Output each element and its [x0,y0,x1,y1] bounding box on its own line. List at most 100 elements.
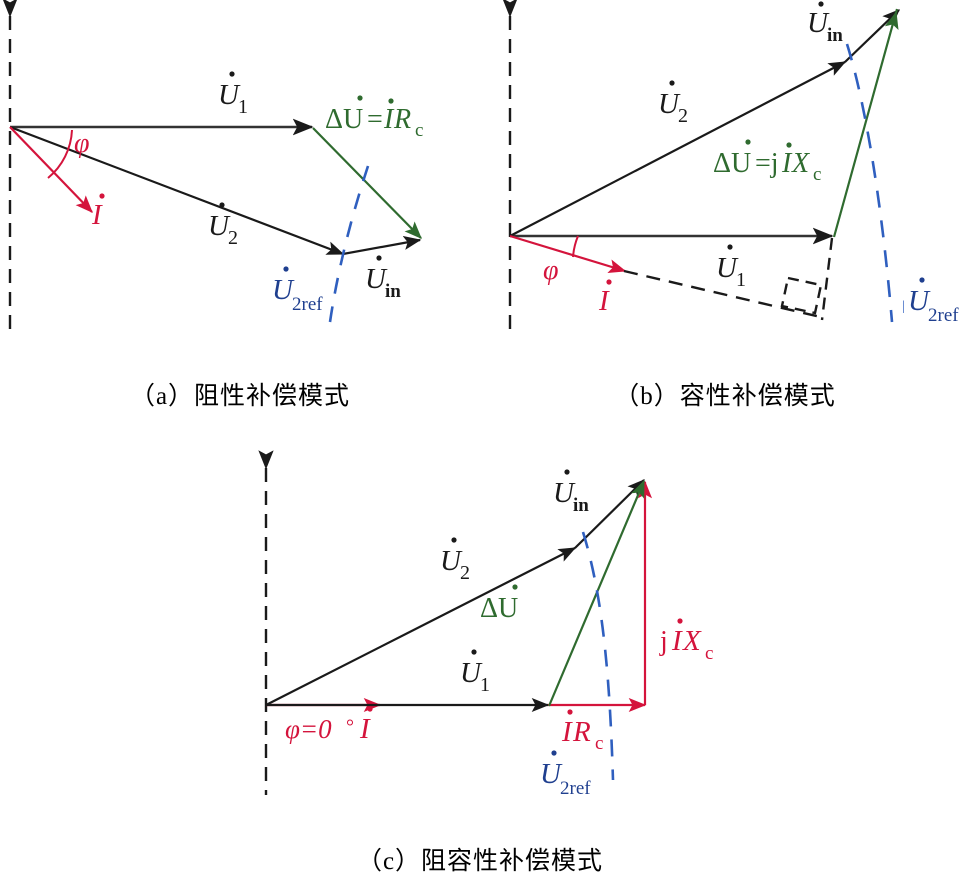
label-phi-c-eq: φ=0 [285,714,332,744]
projection-dashed-b [820,237,834,321]
label-delta-u-c-main: ΔU [480,593,518,624]
phasor-delta-u-b [832,8,899,238]
label-u2ref-b: | U 2ref [902,277,959,326]
reference-arc-u2ref-c [581,531,615,781]
phasor-current-a [9,126,93,213]
label-irc-c-res: R [572,716,591,748]
label-u2-c: U 2 [440,537,470,584]
phasor-dot-u2ref-b [919,277,925,283]
label-u2ref-a-main: U [272,274,295,306]
label-irc-c: I R c [561,709,603,754]
label-delta-u-a-current: I [383,104,395,135]
label-phi-b: φ [543,255,559,286]
phasor-dot-delta-u-b [745,139,751,145]
label-u2ref-a: U 2ref [272,266,323,315]
label-delta-u-b-reac: X [791,148,810,179]
phasor-u2-a [9,125,345,256]
label-u2-b-main: U [658,88,681,120]
label-u2-a-sub: 2 [228,227,238,249]
phasor-uin-a [342,235,422,256]
label-delta-u-b: ΔU =j I X c [713,139,821,185]
label-delta-u-b-reac-sub: c [813,164,821,185]
phasor-delta-u-a [312,127,422,239]
label-u2-c-main: U [440,545,463,577]
label-uin-a-sub: in [385,281,401,302]
angle-arc-phi-b [572,235,579,258]
label-jixc-c: j I X c [659,618,713,664]
phasor-dot-u1-a [229,71,235,77]
label-uin-a: U in [365,255,401,302]
phasor-dot-delta-u-a [357,95,363,101]
reference-arc-u2ref-a [328,165,370,323]
phasor-dot-u2-c [451,537,457,543]
label-jixc-c-j: j [659,626,668,657]
label-u1-a-main: U [218,79,241,111]
label-delta-u-a: ΔU = I R c [325,95,423,141]
label-irc-c-current: I [561,716,573,748]
label-u2-c-sub: 2 [460,562,470,584]
label-u1-c-sub: 1 [480,674,490,696]
label-u1-a: U 1 [218,71,248,118]
label-uin-b: U in [807,1,843,46]
label-delta-u-c: ΔU [480,584,518,624]
label-current-a: I [91,193,105,231]
phasor-u2-b [509,61,847,237]
phasor-dot-current-b [606,279,612,285]
label-current-a-main: I [91,199,103,231]
panel-b-capacitive-mode: U 2 U 1 U in | U 2ref ΔU [485,0,965,350]
label-uin-c: U in [553,469,589,516]
label-jixc-c-reac-sub: c [705,643,713,664]
phasor-dot-uin-a [376,255,382,261]
label-uin-b-sub: in [827,25,843,46]
label-current-b-main: I [598,285,610,317]
phasor-dot-u2-a [219,202,225,208]
phasor-dot-jixc-c [677,618,683,624]
label-phi-c: φ=0 ° I [285,706,373,745]
phasor-dot-delta-u-a-current [388,98,394,104]
phasor-uin-b [844,9,900,63]
label-u2-b: U 2 [658,80,688,127]
phasor-current-b [509,234,627,273]
phasor-u2-c [265,547,577,706]
label-u2ref-b-sub: 2ref [928,305,959,326]
label-u1-c-main: U [460,657,483,689]
label-u2ref-c: U 2ref [540,750,591,799]
label-phi-c-deg: ° [346,716,354,738]
caption-panel-c: （c）阻容性补偿模式 [356,848,604,875]
label-u2-a-main: U [208,210,231,242]
label-u1-a-sub: 1 [238,96,248,118]
label-jixc-c-reac: X [682,625,702,657]
phasor-dot-u2ref-c [551,750,557,756]
phasor-dot-current-c [367,706,373,712]
label-uin-b-main: U [807,7,830,39]
label-u2ref-c-sub: 2ref [560,778,591,799]
phasor-dot-u1-b [727,244,733,250]
label-u2ref-b-tick: | [902,299,905,314]
label-uin-c-sub: in [573,495,589,516]
panel-a-svg: U 1 U 2 U in U 2ref ΔU [2,0,423,330]
label-uin-c-main: U [553,477,576,509]
phasor-dot-u1-c [471,649,477,655]
label-u1-c: U 1 [460,649,490,696]
phasor-dot-irc-c [567,709,573,715]
label-u2ref-b-main: U [908,285,931,317]
right-angle-marker-b [780,276,823,315]
panel-a-resistive-mode: U 1 U 2 U in U 2ref ΔU [0,0,480,350]
label-u1-b-sub: 1 [736,269,746,291]
label-delta-u-a-res-sub: c [415,120,423,141]
label-delta-u-a-main: ΔU [325,104,363,135]
label-u2ref-c-main: U [540,758,563,790]
current-extension-dashed-b [623,269,826,320]
reference-arc-u2ref-b [845,43,894,323]
label-delta-u-a-res: R [393,104,411,135]
phasor-dot-delta-u-c [512,584,518,590]
phasor-dot-delta-u-b-current [786,142,792,148]
phasor-dot-u2ref-a [283,266,289,272]
angle-arc-phi-a [47,129,73,179]
phasor-dot-current-a [99,193,105,199]
label-u2-b-sub: 2 [678,105,688,127]
label-current-b: I [598,279,612,317]
label-u1-b-main: U [716,252,739,284]
label-irc-c-res-sub: c [595,733,603,754]
